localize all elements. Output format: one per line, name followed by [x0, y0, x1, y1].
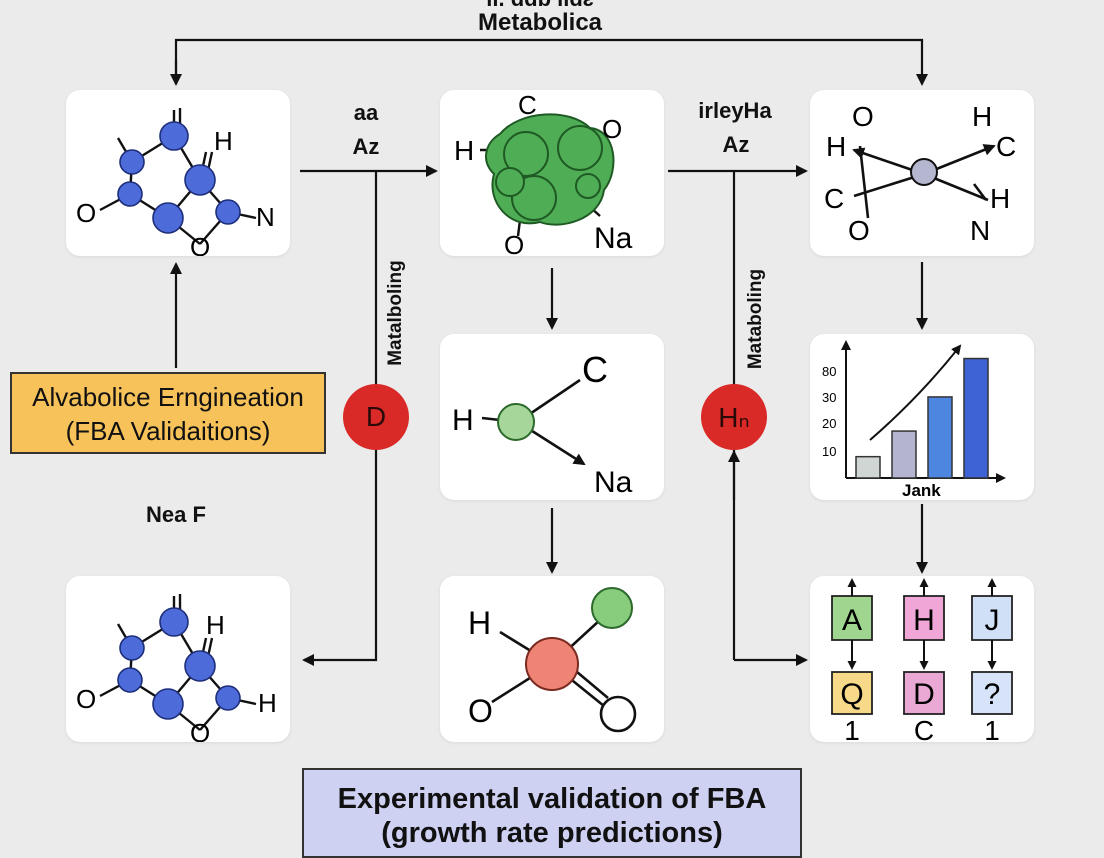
header-title: Metabolica — [477, 9, 603, 36]
atom-h: H — [206, 610, 225, 640]
grid-box-bottom — [903, 671, 945, 715]
edge-label-left-bottom: Az — [352, 134, 380, 159]
grid-letter-bottom: ? — [984, 678, 1001, 711]
grid-letter-bottom: D — [913, 678, 935, 711]
molecule-card-5: H O O H — [66, 576, 290, 742]
atom-h: H — [454, 135, 474, 166]
orange-box-line-2: (FBA Validaitions) — [65, 416, 271, 446]
atom-h: H — [468, 605, 491, 641]
atom-o: O — [848, 215, 870, 246]
atom-na: Na — [594, 466, 633, 499]
grid-letter-top: J — [985, 604, 1000, 637]
grid-caption: 1 — [984, 715, 1000, 742]
atom-h: H — [258, 688, 277, 718]
edge-label-right-bottom: Az — [722, 132, 750, 157]
molecule-card-3: O H H C C H O N — [810, 90, 1034, 256]
bar-4 — [963, 357, 989, 479]
header-line-1: ıı. ɑɑb ııɑɛ — [420, 0, 660, 12]
atom-o: O — [190, 232, 210, 256]
atom-h: H — [990, 183, 1010, 214]
grid-box-top — [903, 595, 945, 641]
grid-box-bottom — [831, 671, 873, 715]
bar-1 — [855, 455, 881, 479]
atom-h: H — [452, 404, 474, 437]
node-h-label: Hₙ — [718, 401, 750, 433]
atom-c: C — [518, 90, 537, 120]
left-vertical-line — [302, 171, 378, 666]
orange-box-line-1: Alvabolice Erngineation — [32, 382, 304, 412]
molecule-card-1: H O O N — [66, 90, 290, 256]
atom-c: C — [996, 131, 1016, 162]
purple-box-line-1: Experimental validation of FBA — [337, 783, 767, 815]
experimental-validation-box: Experimental validation of FBA (growth r… — [302, 768, 802, 858]
molecule-5: H O O H — [76, 594, 277, 742]
grid-caption: C — [914, 715, 934, 742]
grid-letter-top: A — [842, 604, 862, 637]
purple-box-line-2: (growth rate predictions) — [381, 817, 723, 849]
side-caption: Nea F — [146, 502, 206, 527]
atom-o: O — [504, 230, 524, 256]
atom-n: N — [256, 202, 275, 232]
atom-h: H — [972, 101, 992, 132]
molecule-4: C H Na — [452, 349, 633, 499]
node-d: D — [343, 384, 409, 450]
grid-box-bottom — [971, 671, 1013, 715]
atom-o: O — [76, 198, 96, 228]
molecule-1: H O O N — [76, 108, 275, 256]
bar-3 — [927, 396, 953, 479]
grid-caption: 1 — [844, 715, 860, 742]
node-h: Hₙ — [701, 384, 767, 450]
molecule-card-4: C H Na — [440, 334, 664, 500]
top-loop-arrow — [174, 38, 928, 86]
edge-label-left-vertical: Matalboling — [385, 260, 406, 366]
atom-o: O — [190, 718, 210, 742]
atom-o: O — [602, 114, 622, 144]
molecule-6: H O — [468, 587, 637, 733]
atom-o: O — [76, 684, 96, 714]
molecule-card-6: H O — [440, 576, 664, 742]
molecule-3: O H H C C H O N — [824, 101, 1016, 246]
atom-n: N — [970, 215, 990, 246]
y-tick-label: 20 — [822, 416, 836, 431]
y-tick-label: 30 — [822, 390, 836, 405]
chart-card: 80 30 20 10 Jank — [810, 334, 1034, 500]
atom-c: C — [824, 183, 844, 214]
y-tick-label: 10 — [822, 444, 836, 459]
node-d-label: D — [365, 401, 387, 432]
atom-o: O — [468, 693, 493, 729]
edge-label-right-vertical: Mataboling — [745, 268, 766, 370]
grid-letter-bottom: Q — [840, 678, 863, 711]
letter-grid: A H J Q 1 DC? 1 — [831, 578, 1013, 742]
atom-o: O — [852, 101, 874, 132]
atom-h: H — [214, 126, 233, 156]
atom-h: H — [826, 131, 846, 162]
atom-na: Na — [594, 222, 633, 255]
x-axis-label: Jank — [902, 481, 941, 500]
bar-chart: 80 30 20 10 Jank — [822, 340, 1006, 500]
edge-label-left-top: aa — [353, 100, 379, 125]
bar-2 — [891, 430, 917, 479]
fba-validation-box: Alvabolice Erngineation (FBA Validaition… — [10, 372, 326, 454]
grid-letter-top: H — [913, 604, 935, 637]
y-tick-label: 80 — [822, 364, 836, 379]
molecule-card-2: C O H O Na — [440, 90, 664, 256]
edge-label-right-top: irleyHa — [698, 98, 772, 123]
molecule-2: C O H O Na — [454, 90, 633, 256]
atom-c: C — [582, 349, 608, 390]
grid-box-top — [971, 595, 1013, 641]
trend-arrow — [869, 344, 962, 441]
